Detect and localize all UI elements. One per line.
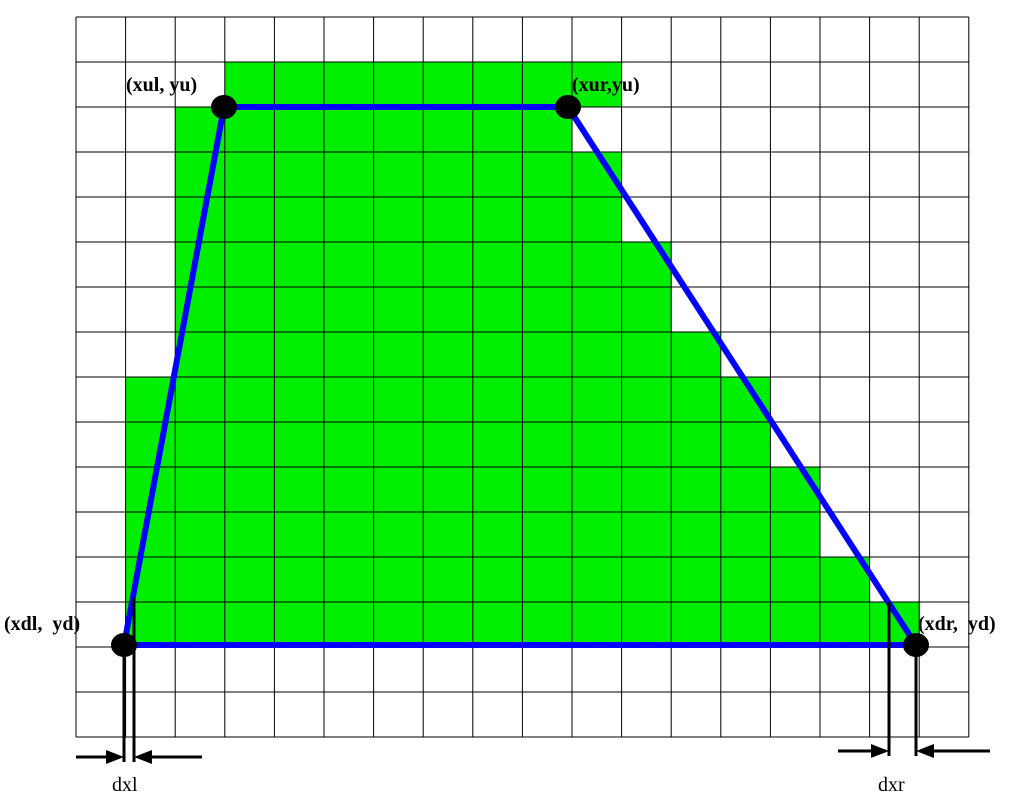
dxr-arrow-left-head: [871, 744, 889, 758]
label-lower-right: (xdr, yd): [918, 613, 996, 635]
label-upper-right: (xur,yu): [572, 74, 640, 96]
vertex-upper-right: [555, 95, 581, 119]
dxr-dimension: [838, 602, 990, 758]
filled-cell-row: [175, 332, 721, 377]
filled-cell-row: [125, 422, 771, 467]
dxr-arrow-right-head: [916, 744, 934, 758]
label-upper-left: (xul, yu): [126, 74, 197, 96]
right-edge: [565, 104, 919, 648]
filled-cell-row: [125, 557, 870, 602]
filled-cell-row: [175, 197, 622, 242]
filled-cell-row: [125, 377, 771, 422]
dxl-dimension: [76, 598, 202, 764]
label-dxl: dxl: [112, 774, 138, 796]
label-dxr: dxr: [878, 774, 905, 796]
label-lower-left: (xdl, yd): [4, 613, 80, 635]
filled-cell-row: [175, 152, 622, 197]
dxl-arrow-right-head: [134, 750, 152, 764]
vertex-markers: [111, 95, 929, 657]
trapezoid-outline: [121, 104, 919, 648]
dxl-arrow-left-head: [106, 750, 124, 764]
vertex-lower-left: [111, 633, 137, 657]
left-edge: [121, 104, 227, 648]
vertex-lower-right: [903, 633, 929, 657]
vertex-upper-left: [211, 95, 237, 119]
pixel-grid: [75, 16, 970, 738]
